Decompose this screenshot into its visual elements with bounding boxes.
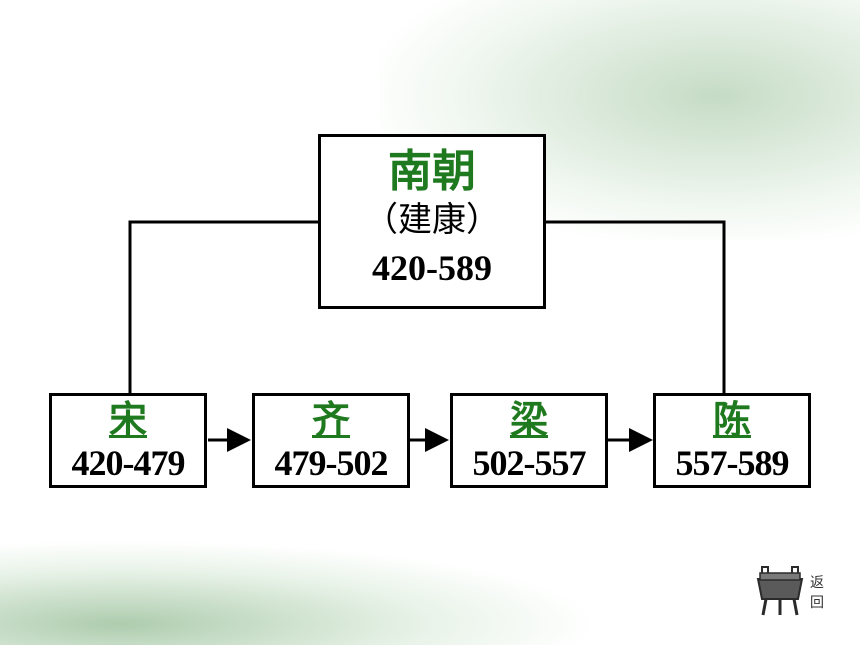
dynasty-range-qi: 479-502 xyxy=(274,443,389,483)
dynasty-name-song[interactable]: 宋 xyxy=(108,398,147,442)
dynasty-box-qi: 齐 479-502 xyxy=(252,393,410,488)
root-capital: （建康） xyxy=(364,200,500,240)
dynasty-name-liang[interactable]: 梁 xyxy=(509,398,548,442)
dynasty-box-liang: 梁 502-557 xyxy=(450,393,608,488)
dynasty-range-song: 420-479 xyxy=(71,443,186,483)
right-branch-line xyxy=(546,220,726,393)
hills-background xyxy=(0,540,600,645)
return-label: 返 回 xyxy=(810,573,830,613)
dynasty-name-chen[interactable]: 陈 xyxy=(712,398,751,442)
left-branch-line xyxy=(128,220,318,393)
dynasty-range-chen: 557-589 xyxy=(675,443,790,483)
ding-vessel-icon xyxy=(752,565,808,617)
return-label-top: 返 xyxy=(810,575,824,591)
dynasty-range-liang: 502-557 xyxy=(472,443,587,483)
return-button[interactable]: 返 回 xyxy=(752,565,832,617)
dynasty-box-song: 宋 420-479 xyxy=(49,393,207,488)
return-label-bottom: 回 xyxy=(810,595,824,611)
root-title: 南朝 xyxy=(388,146,476,197)
southern-dynasties-box: 南朝 （建康） 420-589 xyxy=(318,134,546,309)
dynasty-box-chen: 陈 557-589 xyxy=(653,393,811,488)
root-range: 420-589 xyxy=(372,248,492,288)
dynasty-name-qi[interactable]: 齐 xyxy=(311,398,350,442)
